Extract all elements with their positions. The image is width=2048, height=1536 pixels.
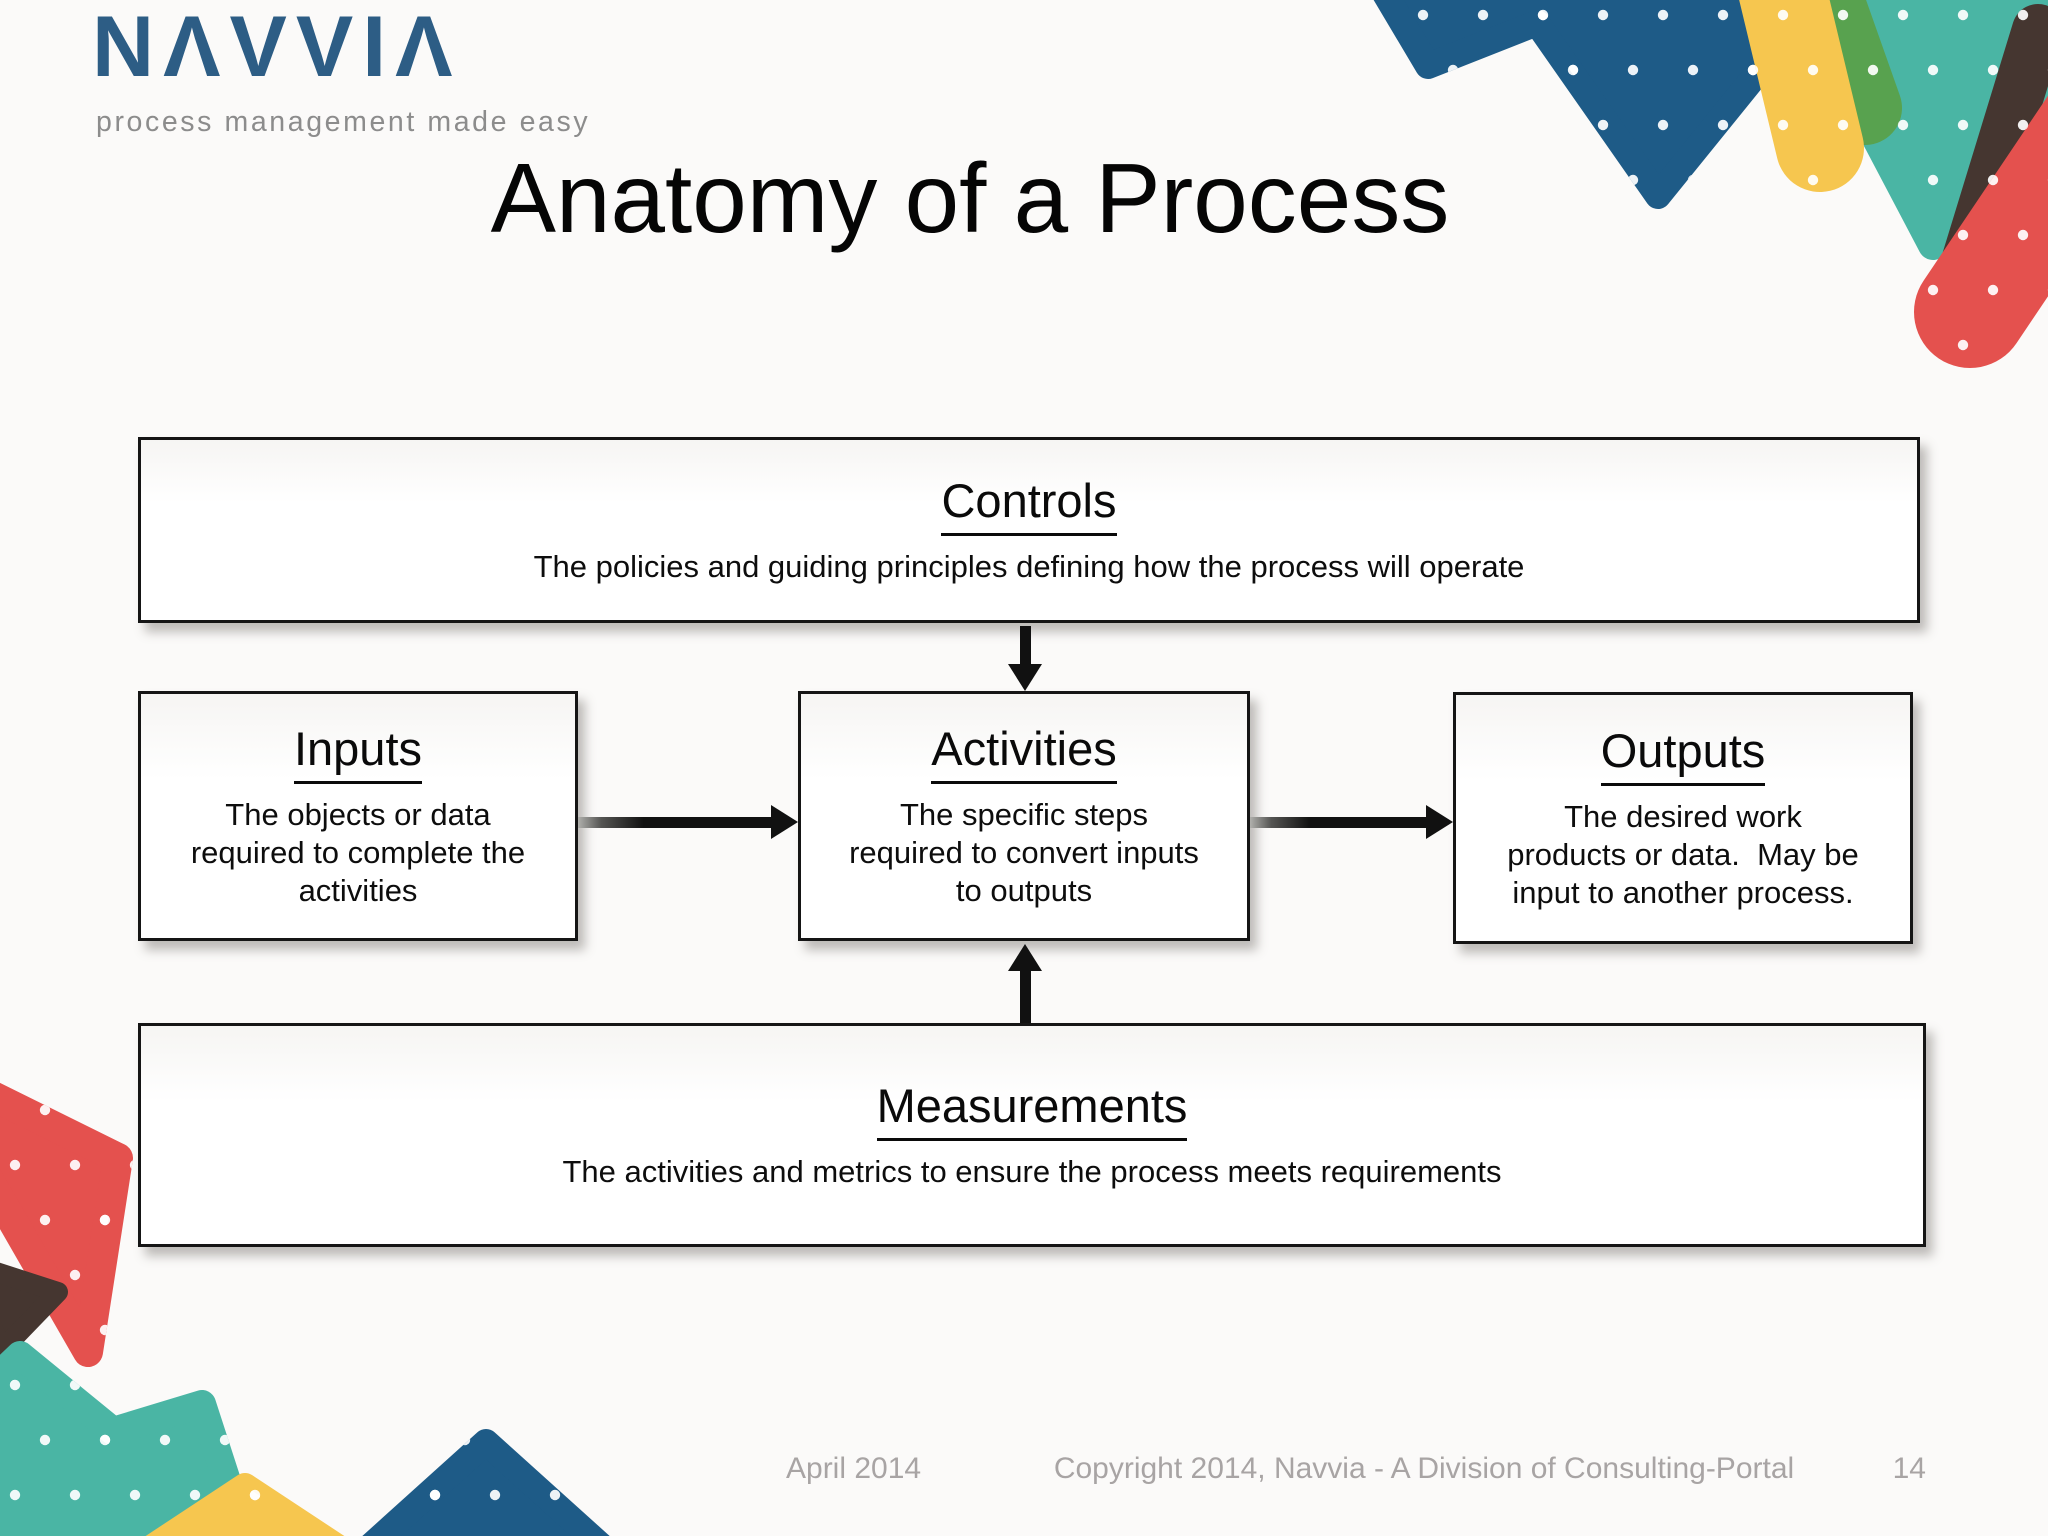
controls-heading-text: Controls	[941, 474, 1117, 537]
teal-zigzag-shape	[0, 1341, 260, 1536]
footer-date: April 2014	[786, 1452, 922, 1485]
brown-wedge-shape	[0, 1262, 68, 1360]
outputs-heading-text: Outputs	[1600, 724, 1766, 787]
inputs-description: The objects or data required to complete…	[190, 797, 534, 908]
page-title: Anatomy of a Process	[490, 143, 1450, 253]
activities-description: The specific steps required to convert i…	[849, 797, 1208, 908]
corner-decoration-top-right	[1373, 0, 2048, 368]
outputs-description: The desired work products or data. May b…	[1507, 799, 1868, 910]
activities-heading-text: Activities	[931, 722, 1117, 785]
arrow-head-right-icon	[771, 805, 798, 839]
inputs-heading: Inputs	[293, 722, 423, 785]
measurements-description: The activities and metrics to ensure the…	[562, 1154, 1502, 1190]
arrow-head-right-icon	[1426, 805, 1453, 839]
green-band-shape	[1787, 0, 1902, 145]
controls-description: The policies and guiding principles defi…	[533, 549, 1525, 585]
controls-heading: Controls	[941, 474, 1117, 537]
activities-heading: Activities	[931, 722, 1117, 785]
arrow-activities-to-outputs	[1250, 805, 1453, 839]
footer-copyright: Copyright 2014, Navvia - A Division of C…	[1053, 1452, 1795, 1485]
navy-zigzag-shape	[1373, 0, 1834, 209]
measurements-heading: Measurements	[876, 1079, 1188, 1142]
arrow-shaft	[578, 816, 771, 828]
measurements-heading-text: Measurements	[876, 1079, 1188, 1142]
navy-triangle-shape	[362, 1429, 610, 1536]
measurements-box: Measurements The activities and metrics …	[138, 1023, 1926, 1247]
arrow-shaft	[1019, 971, 1031, 1023]
red-triangle-shape	[0, 1082, 133, 1367]
arrow-inputs-to-activities	[578, 805, 798, 839]
yellow-triangle-shape	[145, 1473, 345, 1536]
yellow-band-shape	[1739, 0, 1864, 192]
arrow-head-up-icon	[1008, 944, 1042, 971]
footer-page-number: 14	[1892, 1452, 1926, 1485]
logo-tagline: process management made easy	[96, 106, 591, 138]
inputs-heading-text: Inputs	[293, 722, 423, 785]
controls-box: Controls The policies and guiding princi…	[138, 437, 1920, 623]
arrow-controls-to-activities	[1001, 626, 1049, 691]
red-band-shape	[1914, 95, 2048, 368]
outputs-heading: Outputs	[1600, 724, 1766, 787]
activities-box: Activities The specific steps required t…	[798, 691, 1250, 941]
arrow-shaft	[1019, 626, 1031, 664]
corner-decoration-bottom-left	[0, 1082, 610, 1536]
logo-text: NΛVVIΛ	[92, 0, 462, 95]
arrow-shaft	[1250, 816, 1426, 828]
inputs-box: Inputs The objects or data required to c…	[138, 691, 578, 941]
arrow-measurements-to-activities	[1001, 944, 1049, 1023]
outputs-box: Outputs The desired work products or dat…	[1453, 692, 1913, 944]
arrow-head-down-icon	[1008, 664, 1042, 691]
